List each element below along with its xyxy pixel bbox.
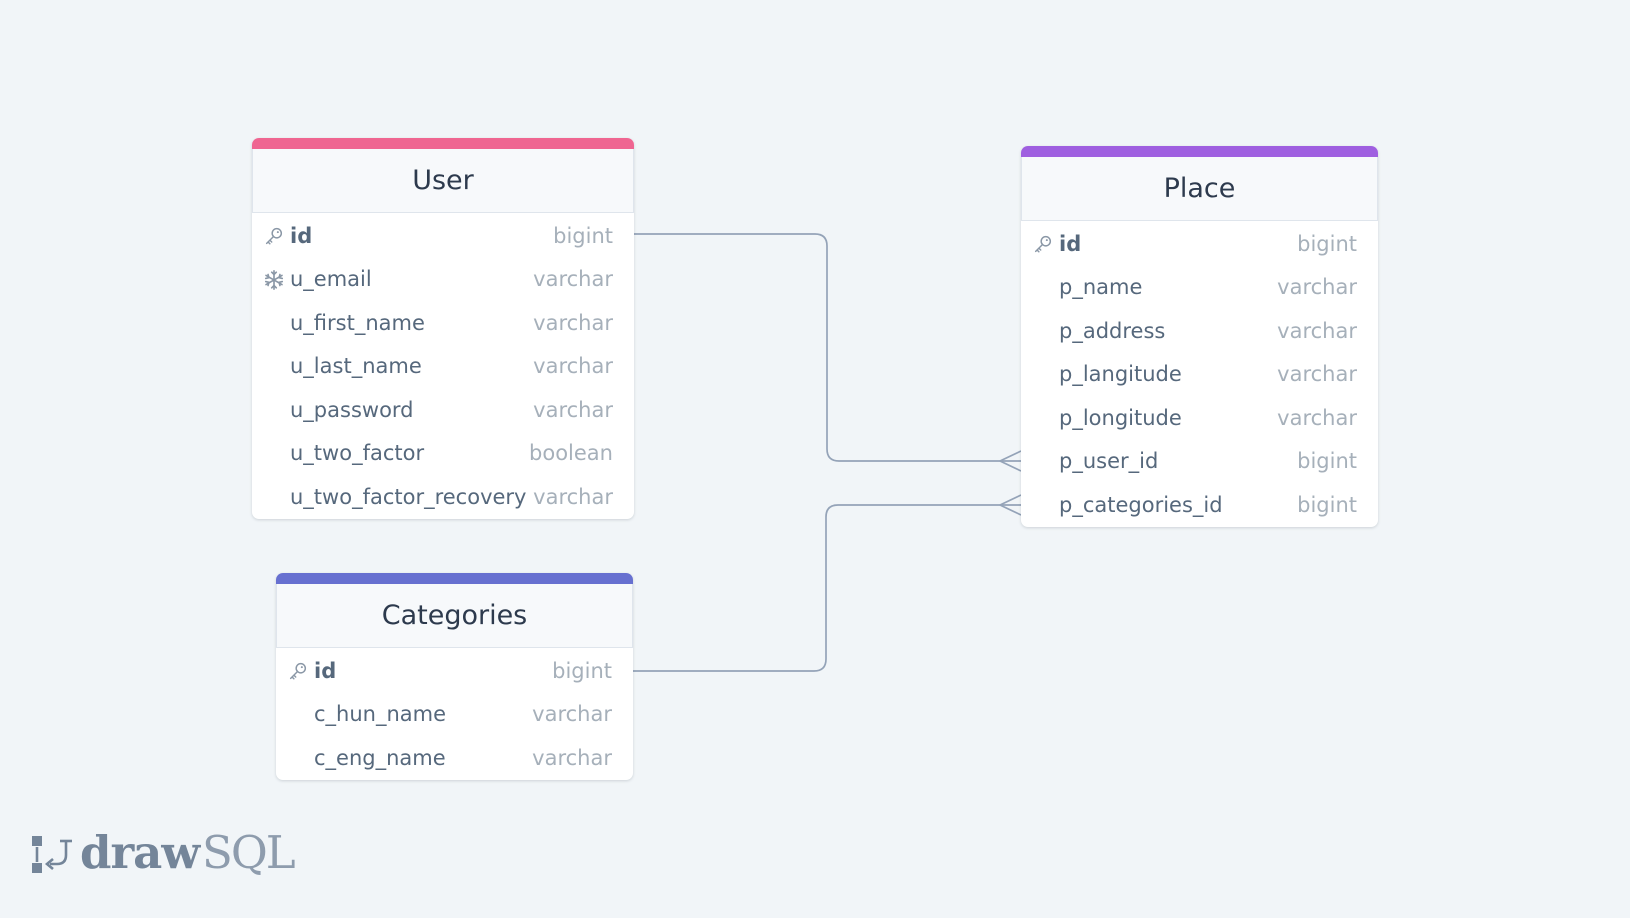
relationship-user-place[interactable] bbox=[634, 233, 1022, 472]
drawsql-logo: draw SQL bbox=[28, 826, 328, 886]
column-name: c_hun_name bbox=[314, 702, 447, 727]
table-color-bar bbox=[276, 573, 633, 584]
column-row-p-longitude[interactable]: p_longitude varchar bbox=[1021, 396, 1378, 440]
relationship-line-user-place bbox=[634, 233, 1021, 462]
column-name: p_user_id bbox=[1059, 449, 1159, 474]
table-color-bar bbox=[1021, 146, 1378, 157]
column-row-u-password[interactable]: u_password varchar bbox=[252, 388, 634, 432]
column-row-p-address[interactable]: p_address varchar bbox=[1021, 309, 1378, 353]
column-row-id[interactable]: id bigint bbox=[252, 214, 634, 258]
key-icon bbox=[1032, 233, 1054, 255]
column-name: id bbox=[290, 223, 313, 248]
column-type: varchar bbox=[532, 702, 612, 727]
crowfoot-many-icon bbox=[999, 494, 1022, 516]
column-name: c_eng_name bbox=[314, 745, 446, 770]
column-row-u-email[interactable]: u_email varchar bbox=[252, 258, 634, 302]
table-title: User bbox=[412, 165, 474, 196]
key-icon bbox=[263, 225, 285, 247]
table-header[interactable]: Place bbox=[1021, 157, 1378, 221]
column-type: bigint bbox=[1297, 492, 1357, 517]
key-icon bbox=[287, 660, 309, 682]
column-type: varchar bbox=[533, 397, 613, 422]
column-name: u_two_factor_recovery bbox=[290, 484, 527, 509]
column-name: p_langitude bbox=[1059, 362, 1182, 387]
column-row-u-first-name[interactable]: u_first_name varchar bbox=[252, 301, 634, 345]
column-type: varchar bbox=[533, 267, 613, 292]
relationship-line-categories-place bbox=[633, 504, 1021, 672]
column-type: varchar bbox=[532, 745, 612, 770]
column-row-u-last-name[interactable]: u_last_name varchar bbox=[252, 345, 634, 389]
column-name: u_two_factor bbox=[290, 441, 425, 466]
column-name: u_first_name bbox=[290, 310, 425, 335]
table-title: Categories bbox=[381, 600, 528, 631]
column-name: p_longitude bbox=[1059, 405, 1182, 430]
column-type: varchar bbox=[1277, 275, 1357, 300]
column-row-p-langitude[interactable]: p_langitude varchar bbox=[1021, 353, 1378, 397]
table-header[interactable]: User bbox=[252, 149, 634, 213]
column-row-id[interactable]: id bigint bbox=[1021, 222, 1378, 266]
table-header[interactable]: Categories bbox=[276, 584, 633, 648]
column-type: varchar bbox=[1277, 362, 1357, 387]
column-row-c-hun-name[interactable]: c_hun_name varchar bbox=[276, 693, 633, 737]
crowfoot-many-icon bbox=[999, 450, 1022, 472]
column-name: u_last_name bbox=[290, 354, 422, 379]
column-name: p_name bbox=[1059, 275, 1143, 300]
column-type: varchar bbox=[1277, 405, 1357, 430]
unique-icon bbox=[263, 269, 285, 291]
column-row-id[interactable]: id bigint bbox=[276, 649, 633, 693]
column-type: varchar bbox=[1277, 318, 1357, 343]
column-name: u_email bbox=[290, 267, 372, 292]
column-type: bigint bbox=[1297, 231, 1357, 256]
column-name: p_categories_id bbox=[1059, 492, 1223, 517]
relationship-categories-place[interactable] bbox=[633, 494, 1022, 672]
brand-name-bold: draw bbox=[80, 826, 200, 879]
table-color-bar bbox=[252, 138, 634, 149]
column-name: id bbox=[1059, 231, 1082, 256]
column-name: u_password bbox=[290, 397, 414, 422]
table-title: Place bbox=[1163, 173, 1236, 204]
column-type: bigint bbox=[552, 658, 612, 683]
column-row-p-categories-id[interactable]: p_categories_id bigint bbox=[1021, 483, 1378, 527]
brand-name-light: SQL bbox=[202, 826, 296, 879]
column-type: bigint bbox=[1297, 449, 1357, 474]
column-name: p_address bbox=[1059, 318, 1166, 343]
column-type: boolean bbox=[529, 441, 613, 466]
column-row-c-eng-name[interactable]: c_eng_name varchar bbox=[276, 736, 633, 780]
column-type: varchar bbox=[533, 310, 613, 335]
column-row-p-user-id[interactable]: p_user_id bigint bbox=[1021, 440, 1378, 484]
column-row-p-name[interactable]: p_name varchar bbox=[1021, 266, 1378, 310]
column-type: varchar bbox=[533, 484, 613, 509]
column-row-u-two-factor[interactable]: u_two_factor boolean bbox=[252, 432, 634, 476]
column-type: varchar bbox=[533, 354, 613, 379]
column-type: bigint bbox=[553, 223, 613, 248]
column-name: id bbox=[314, 658, 337, 683]
drawsql-logo-icon bbox=[32, 836, 72, 873]
